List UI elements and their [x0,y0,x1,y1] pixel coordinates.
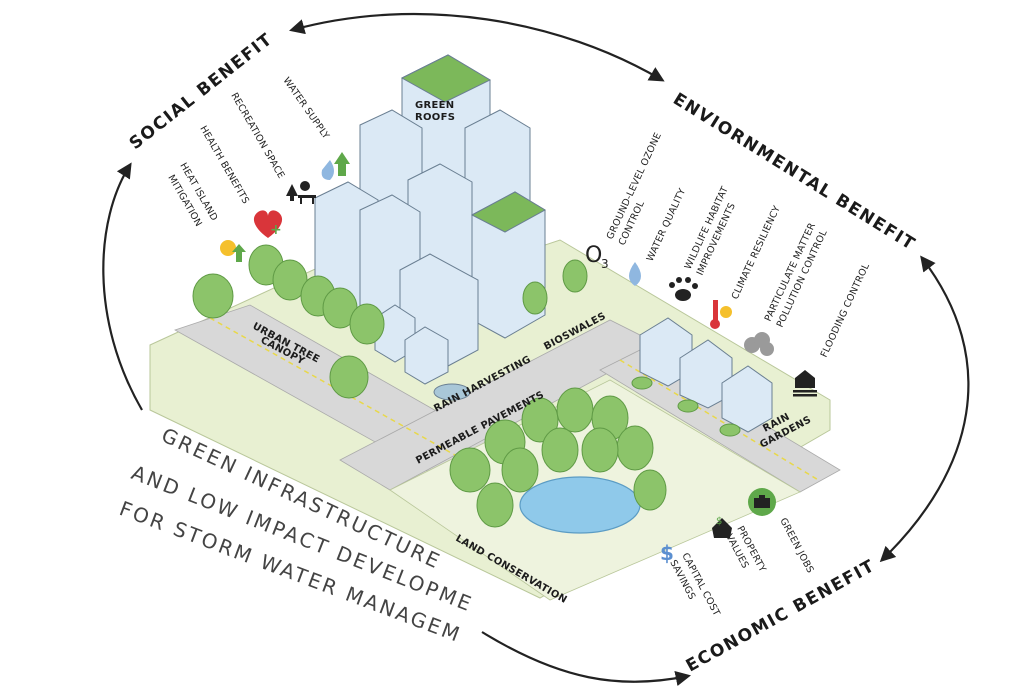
svg-text:$: $ [716,516,722,527]
label-water-supply: WATER SUPPLY [281,75,332,141]
cloud-icon [744,332,774,356]
arrow-left-loop [102,162,143,411]
water-supply-icon [321,152,350,180]
label-climate: CLIMATE RESILIENCY [730,204,783,301]
label-green-jobs: GREEN JOBS [777,516,815,575]
pond [519,476,641,534]
cycle-arrows [102,12,970,687]
heading-social: SOCIAL BENEFITS [0,0,275,154]
houses-left [374,304,449,385]
heart-icon [253,210,283,238]
briefcase-icon [748,488,776,516]
thermometer-icon [710,300,732,329]
water-drop-icon [629,262,641,286]
health-cross-icon: + [270,222,282,238]
arrow-environmental-to-economic [879,255,970,563]
label-green-roofs-2: ROOFS [415,112,455,123]
label-recreation-space: RECREATION SPACE [228,91,286,181]
sun-icon [220,240,246,262]
ozone-symbol: O [585,243,602,268]
label-flooding: FLOODING CONTROL [819,261,873,359]
paw-icon [669,277,698,301]
arrow-economic-to-title [481,631,692,687]
arrow-social-to-environmental [289,12,665,82]
ozone-subscript: 3 [601,257,609,271]
label-green-roofs-1: GREEN [415,100,454,111]
trees [192,244,741,528]
label-water-quality: WATER QUALITY [645,187,688,264]
houses-right [639,317,773,433]
dollar-icon: $ [660,541,674,565]
rain-barrels [433,383,471,401]
house-value-icon: $ [712,516,732,538]
flood-icon [793,370,817,397]
svg-text:SOCIAL BENEFITS: SOCIAL BENEFITS [0,0,277,154]
recreation-icon [286,181,316,204]
